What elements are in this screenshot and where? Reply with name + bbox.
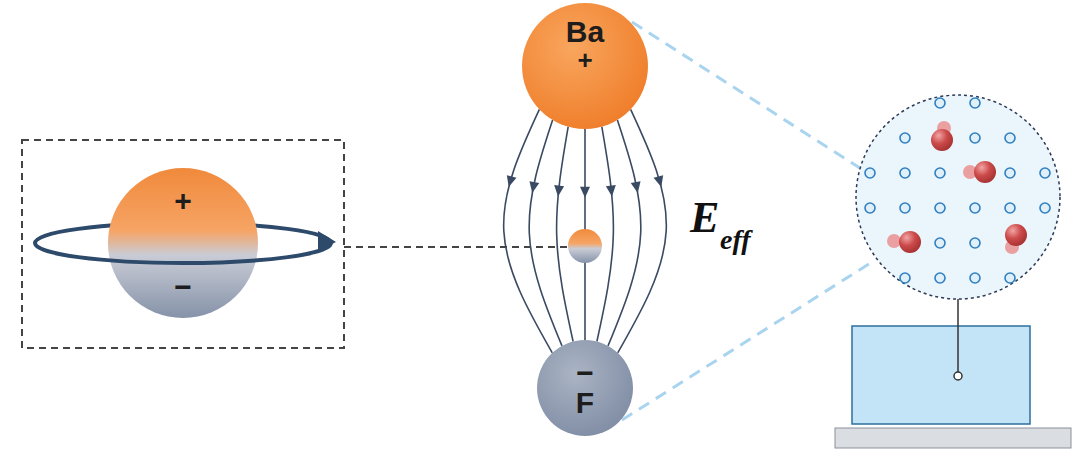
field-line-path xyxy=(597,127,614,342)
lattice-atom xyxy=(970,238,980,248)
fluorine-ion-body xyxy=(537,340,633,436)
field-symbol: E xyxy=(690,196,719,240)
dashed-frame xyxy=(22,140,344,348)
field-line-path xyxy=(557,127,574,342)
field-line xyxy=(529,120,562,346)
field-arrowhead xyxy=(631,181,641,193)
field-arrowhead xyxy=(507,175,517,187)
charge-label: Ba xyxy=(566,17,604,47)
lattice-atom xyxy=(970,273,980,283)
charge-label: − xyxy=(576,358,594,388)
barium-atom xyxy=(931,129,953,151)
charge-label: + xyxy=(577,47,592,73)
field-arrowhead xyxy=(529,181,539,193)
lattice-atom xyxy=(1005,168,1015,178)
field-line-path xyxy=(504,109,553,352)
lattice-atom xyxy=(900,203,910,213)
field-arrowhead xyxy=(654,175,664,187)
lattice-atom xyxy=(970,203,980,213)
lattice-atom xyxy=(1005,203,1015,213)
lattice-atom xyxy=(935,168,945,178)
lattice-atom xyxy=(900,168,910,178)
lattice-atom xyxy=(900,133,910,143)
baf-molecule xyxy=(887,231,921,253)
lattice-atom xyxy=(970,98,980,108)
lattice-atom xyxy=(865,203,875,213)
lattice-atom xyxy=(935,203,945,213)
fluorine-atom xyxy=(887,234,901,248)
barium-atom xyxy=(899,231,921,253)
rotation-ring-front xyxy=(35,243,331,263)
charge-label: + xyxy=(174,186,192,216)
baf-molecule xyxy=(963,161,996,183)
lattice-atom xyxy=(1005,133,1015,143)
lattice-atom xyxy=(935,273,945,283)
charge-label: − xyxy=(174,272,192,302)
rotation-arrowhead xyxy=(318,231,336,251)
dashed-leader xyxy=(344,246,567,248)
dipole-molecule: +− xyxy=(108,168,258,318)
baf-molecule xyxy=(931,121,953,151)
dipole-molecule-body xyxy=(108,168,258,318)
field-line xyxy=(554,127,573,342)
baf-molecule xyxy=(1005,224,1027,254)
field-line xyxy=(597,127,616,342)
lattice-atom xyxy=(865,168,875,178)
base-plate xyxy=(835,428,1071,448)
field-arrowhead xyxy=(606,185,616,196)
crystal-zoom xyxy=(856,95,1060,299)
field-subscript: eff xyxy=(720,226,751,254)
lattice-atom xyxy=(935,98,945,108)
lattice-atom xyxy=(1005,273,1015,283)
field-line xyxy=(504,109,553,352)
zoom-line xyxy=(622,262,872,420)
fluorine-ion: −F xyxy=(537,340,633,436)
barium-atom xyxy=(1005,224,1027,246)
host-lattice xyxy=(865,98,1050,283)
field-arrowhead xyxy=(580,187,590,198)
zoom-line xyxy=(632,22,866,172)
hook-point xyxy=(954,372,962,380)
charge-label: F xyxy=(576,388,594,418)
barium-atom xyxy=(974,161,996,183)
small-dipole xyxy=(568,229,602,263)
field-arrowhead xyxy=(554,185,564,196)
lattice-atom xyxy=(1040,203,1050,213)
lattice-atom xyxy=(970,133,980,143)
lattice-atom xyxy=(900,273,910,283)
lattice-atom xyxy=(935,238,945,248)
field-line-path xyxy=(529,120,562,346)
barium-ion-body xyxy=(522,3,648,129)
lattice-atom xyxy=(1040,168,1050,178)
hanging-string xyxy=(957,299,959,372)
holder-box xyxy=(852,326,1030,424)
barium-ion: Ba+ xyxy=(522,3,648,129)
